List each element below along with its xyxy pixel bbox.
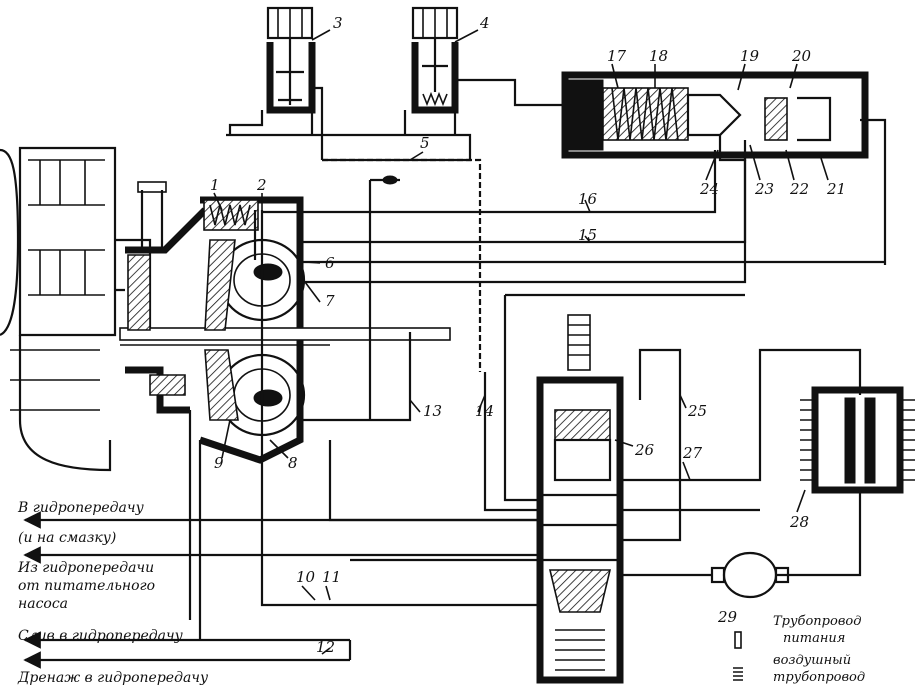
air-supply-pipe — [226, 133, 472, 162]
callout-3: 3 — [333, 14, 343, 32]
callout-9: 9 — [214, 454, 224, 472]
callout-12: 12 — [316, 638, 335, 656]
label-and-lubrication: (и на смазку) — [18, 530, 116, 546]
callout-26: 26 — [634, 441, 655, 459]
legend-air-line-label: воздушный — [773, 653, 851, 668]
label-from-feed-pump: от питательного — [18, 578, 155, 594]
label-pump: насоса — [18, 596, 68, 612]
callout-17: 17 — [607, 47, 627, 65]
callout-5: 5 — [420, 134, 430, 152]
callout-7: 7 — [325, 292, 335, 310]
callout-1: 1 — [210, 176, 220, 194]
callout-16: 16 — [578, 190, 598, 208]
label-drainage: Дренаж в гидропередачу — [17, 670, 209, 686]
callout-numbers: 1 2 3 4 5 6 7 8 9 10 11 12 13 14 15 16 1… — [210, 14, 846, 656]
callout-19: 19 — [740, 47, 760, 65]
callout-11: 11 — [322, 568, 341, 586]
callout-2: 2 — [256, 176, 267, 194]
legend-air-line-symbol — [733, 667, 743, 681]
line-7 — [300, 160, 747, 284]
callout-15: 15 — [578, 226, 597, 244]
callout-29: 29 — [717, 608, 738, 626]
callout-6: 6 — [325, 254, 335, 272]
callout-22: 22 — [789, 180, 809, 198]
hydraulic-coupling — [119, 181, 451, 470]
label-drain: Слив в гидропередачу — [18, 628, 184, 644]
legend-supply-line-symbol — [734, 631, 742, 649]
callout-25: 25 — [687, 402, 707, 420]
solenoid-valve-4 — [403, 6, 570, 135]
legend: Трубопровод питания воздушный трубопрово… — [733, 614, 865, 685]
callout-10: 10 — [296, 568, 316, 586]
pneumatic-cylinder-28 — [775, 386, 915, 577]
label-to-transmission: В гидропередачу — [17, 500, 145, 516]
pipe-5 — [322, 158, 482, 372]
callout-13: 13 — [423, 402, 442, 420]
line-13 — [300, 332, 412, 422]
callout-24: 24 — [699, 180, 719, 198]
solenoid-valve-3 — [228, 6, 324, 160]
legend-air-line-label-2: трубопровод — [773, 670, 865, 685]
callout-4: 4 — [479, 14, 490, 32]
callout-8: 8 — [288, 454, 298, 472]
legend-supply-line-label: Трубопровод — [773, 614, 861, 629]
side-labels: В гидропередачу (и на смазку) Из гидропе… — [17, 500, 209, 686]
line-16 — [262, 150, 717, 214]
callout-23: 23 — [754, 180, 774, 198]
label-from-transmission: Из гидропередачи — [17, 560, 154, 576]
legend-supply-line-label-2: питания — [783, 631, 845, 646]
callout-28: 28 — [789, 513, 809, 531]
callout-21: 21 — [826, 180, 846, 198]
main-valve-body — [536, 314, 624, 684]
line-15 — [300, 155, 747, 244]
callout-leaders — [213, 29, 829, 655]
control-valve-upper — [561, 71, 887, 265]
gearbox-housing — [0, 146, 152, 472]
callout-18: 18 — [649, 47, 668, 65]
callout-27: 27 — [682, 444, 703, 462]
motor-29 — [620, 551, 790, 599]
callout-20: 20 — [791, 47, 812, 65]
